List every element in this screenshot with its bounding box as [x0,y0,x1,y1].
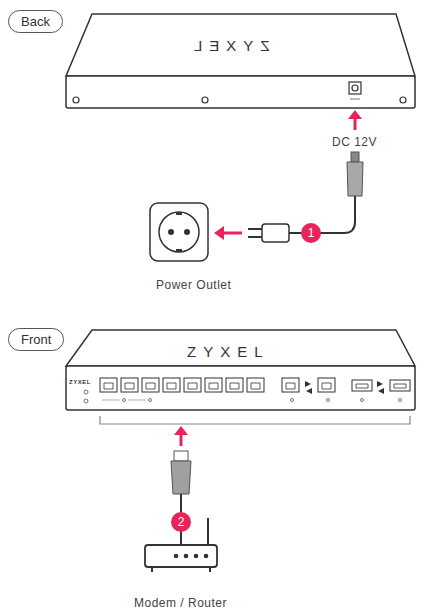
brand-logo: ZYXEL [68,379,92,386]
section-tag: Back [8,10,63,33]
part-label: Modem / Router [134,596,227,610]
callout-number: 1 [301,223,321,243]
callout-number: 2 [171,512,191,532]
part-label: DC 12V [332,135,377,149]
section-label: Back [21,14,50,29]
brand-logo: ZYXEL [186,38,271,55]
section-label: Front [21,332,51,347]
section-tag: Front [8,328,64,351]
part-label: Power Outlet [156,278,231,292]
brand-logo: ZYXEL [186,344,271,361]
